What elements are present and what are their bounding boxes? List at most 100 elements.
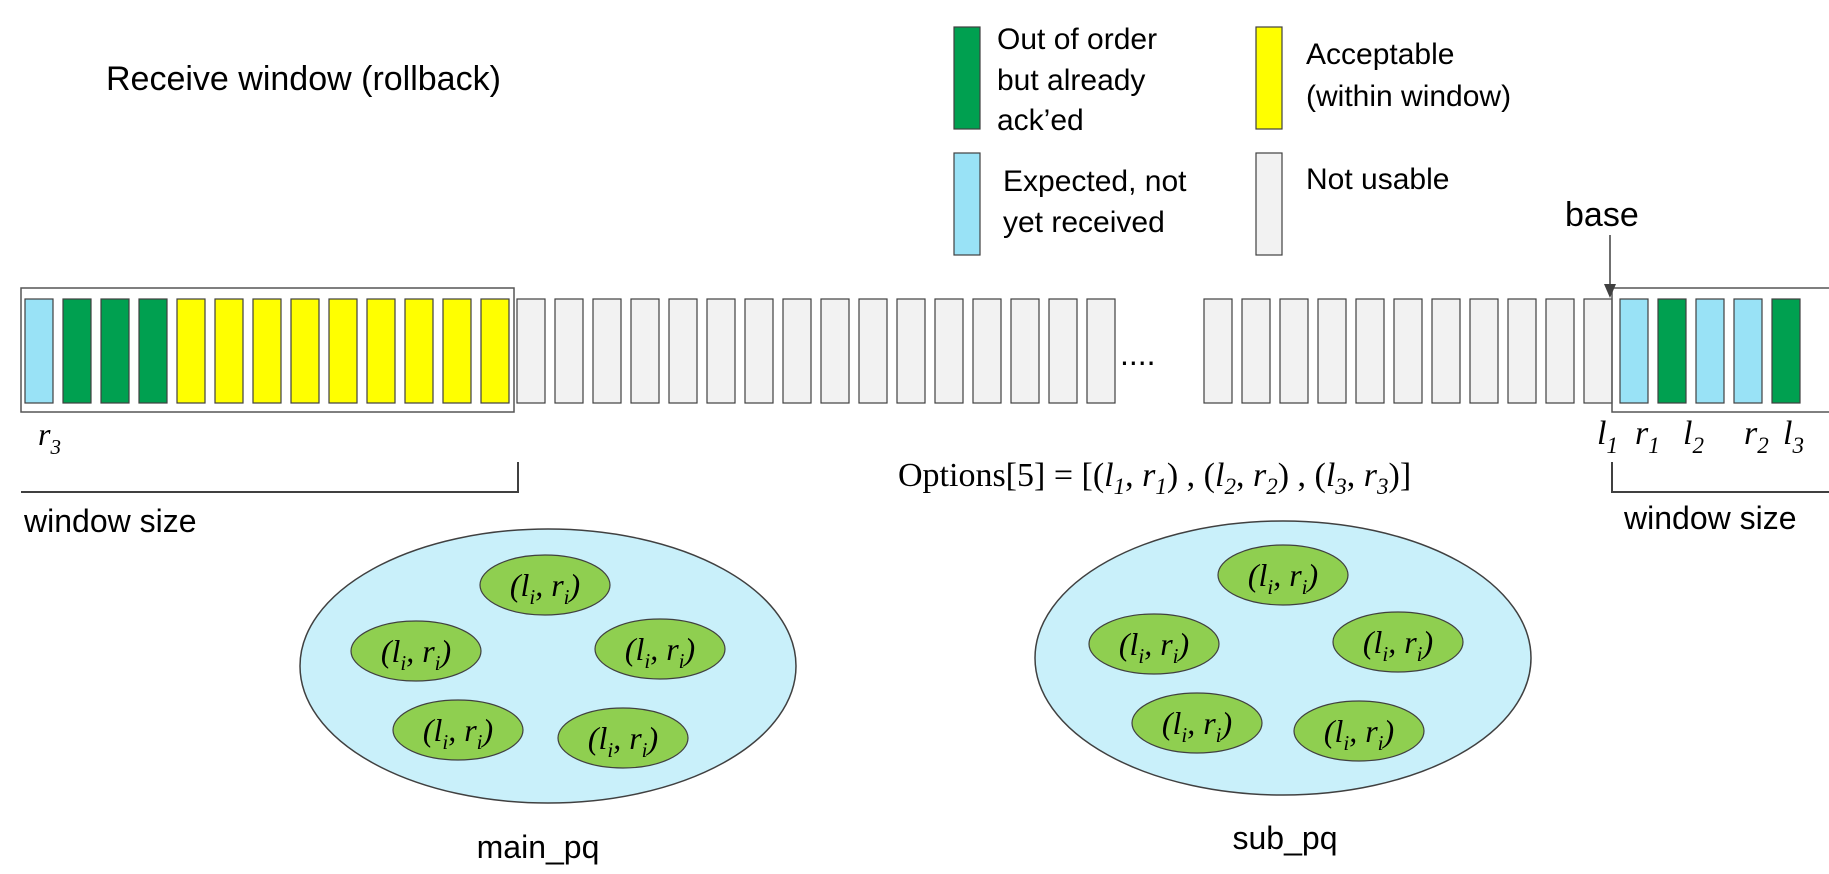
sequence-cell-out-of-order-acked bbox=[62, 298, 92, 404]
sequence-cell-not-usable bbox=[1086, 298, 1116, 404]
sub-pq-queue: (li, ri) (li, ri) (li, ri) (li, ri) (li, ri)… bbox=[1034, 520, 1532, 856]
marker-l3: l3 bbox=[1783, 415, 1804, 458]
pq-item-label: (li, ri) bbox=[423, 712, 493, 754]
base-arrow-head bbox=[1604, 284, 1616, 298]
sequence-cell-not-usable bbox=[744, 298, 774, 404]
sequence-cell-acceptable bbox=[404, 298, 434, 404]
pq-item-bubble bbox=[1217, 544, 1349, 606]
sequence-cell-not-usable bbox=[1317, 298, 1347, 404]
right-window-size-bracket bbox=[1611, 462, 1829, 493]
legend-item-acceptable: Acceptable (within window) bbox=[1255, 26, 1511, 130]
right-window-size-label: window size bbox=[1623, 500, 1797, 536]
legend-item-expected: Expected, not yet received bbox=[953, 152, 1195, 256]
sequence-cells bbox=[24, 298, 1801, 404]
sequence-cell-not-usable bbox=[896, 298, 926, 404]
sequence-cell-not-usable bbox=[668, 298, 698, 404]
right-markers: l1 r1 l2 r2 l3 bbox=[1597, 415, 1804, 458]
sequence-cell-out-of-order-acked bbox=[138, 298, 168, 404]
pq-item: (li, ri) bbox=[557, 707, 689, 769]
pq-item-bubble bbox=[594, 618, 726, 680]
sequence-cell-not-usable bbox=[1507, 298, 1537, 404]
sequence-cell-expected bbox=[1695, 298, 1725, 404]
sequence-cell-out-of-order-acked bbox=[100, 298, 130, 404]
sequence-cell-acceptable bbox=[176, 298, 206, 404]
main-pq-queue: (li, ri) (li, ri) (li, ri) (li, ri) (li, ri)… bbox=[299, 528, 797, 865]
svg-text:Not usable: Not usable bbox=[1306, 163, 1449, 196]
pq-item-bubble bbox=[1293, 700, 1425, 762]
pq-item-bubble bbox=[1131, 692, 1263, 754]
pq-item-label: (li, ri) bbox=[1248, 557, 1318, 599]
sequence-cell-not-usable bbox=[1393, 298, 1423, 404]
sequence-cell-not-usable bbox=[820, 298, 850, 404]
sub-pq-label: sub_pq bbox=[1233, 820, 1338, 856]
sequence-cell-not-usable bbox=[1010, 298, 1040, 404]
sequence-cell-not-usable bbox=[1355, 298, 1385, 404]
pq-item: (li, ri) bbox=[1217, 544, 1349, 606]
sequence-cell-not-usable bbox=[1241, 298, 1271, 404]
options-formula: Options[5] = [(l1, r1) , (l2, r2) , (l3,… bbox=[898, 457, 1411, 499]
pq-item-bubble bbox=[1088, 613, 1220, 675]
sequence-cell-not-usable bbox=[1279, 298, 1309, 404]
pq-item-bubble bbox=[350, 620, 482, 682]
pq-item-bubble bbox=[392, 699, 524, 761]
marker-l1: l1 bbox=[1597, 415, 1618, 458]
sequence-cell-out-of-order-acked bbox=[1771, 298, 1801, 404]
left-window-frame bbox=[20, 287, 515, 413]
pq-item: (li, ri) bbox=[1088, 613, 1220, 675]
legend-label-line: Out of order bbox=[997, 23, 1157, 56]
sequence-cell-not-usable bbox=[706, 298, 736, 404]
sequence-cell-not-usable bbox=[858, 298, 888, 404]
marker-r2: r2 bbox=[1744, 415, 1769, 458]
sequence-cell-not-usable bbox=[630, 298, 660, 404]
pq-item-label: (li, ri) bbox=[1119, 626, 1189, 668]
sequence-cell-not-usable bbox=[554, 298, 584, 404]
svg-text:Out of order but alrea: Out of order but already ack’ed bbox=[997, 23, 1165, 137]
legend: Out of order but already ack’ed Acceptab… bbox=[953, 23, 1511, 256]
main-pq-label: main_pq bbox=[477, 829, 600, 865]
diagram-title: Receive window (rollback) bbox=[106, 60, 501, 98]
left-window-size-label: window size bbox=[23, 503, 197, 539]
pq-item: (li, ri) bbox=[1293, 700, 1425, 762]
marker-r1: r1 bbox=[1635, 415, 1660, 458]
sequence-cell-expected bbox=[1733, 298, 1763, 404]
legend-label-line: ack’ed bbox=[997, 104, 1084, 137]
pq-item: (li, ri) bbox=[350, 620, 482, 682]
priority-queues: (li, ri) (li, ri) (li, ri) (li, ri) (li, ri)… bbox=[299, 520, 1532, 865]
pq-item: (li, ri) bbox=[1332, 611, 1464, 673]
sequence-cell-not-usable bbox=[1203, 298, 1233, 404]
sequence-cell-expected bbox=[24, 298, 54, 404]
pq-item: (li, ri) bbox=[392, 699, 524, 761]
pq-item-label: (li, ri) bbox=[588, 720, 658, 762]
legend-swatch-out-of-order bbox=[953, 26, 981, 130]
sequence-cell-not-usable bbox=[516, 298, 546, 404]
legend-swatch-acceptable bbox=[1255, 26, 1283, 130]
svg-text:Acceptable (within win: Acceptable (within window) bbox=[1306, 38, 1511, 113]
pq-item: (li, ri) bbox=[594, 618, 726, 680]
pq-item-bubble bbox=[479, 554, 611, 616]
sequence-cell-acceptable bbox=[328, 298, 358, 404]
sequence-cell-not-usable bbox=[1545, 298, 1575, 404]
legend-label-line: yet received bbox=[1003, 206, 1165, 239]
marker-l2: l2 bbox=[1683, 415, 1704, 458]
legend-label-line: Acceptable bbox=[1306, 38, 1454, 71]
svg-text:Expected, not yet rece: Expected, not yet received bbox=[1003, 165, 1195, 239]
sequence-cell-not-usable bbox=[1048, 298, 1078, 404]
legend-label-line: Not usable bbox=[1306, 163, 1449, 196]
sequence-cell-not-usable bbox=[782, 298, 812, 404]
pq-item-label: (li, ri) bbox=[510, 567, 580, 609]
pq-item-label: (li, ri) bbox=[1363, 624, 1433, 666]
sequence-cell-acceptable bbox=[366, 298, 396, 404]
sequence-cell-expected bbox=[1619, 298, 1649, 404]
pq-item: (li, ri) bbox=[1131, 692, 1263, 754]
sequence-cell-not-usable bbox=[934, 298, 964, 404]
sequence-cell-acceptable bbox=[290, 298, 320, 404]
pq-item-label: (li, ri) bbox=[625, 631, 695, 673]
sequence-cell-not-usable bbox=[1583, 298, 1613, 404]
sequence-cell-not-usable bbox=[592, 298, 622, 404]
sequence-cell-acceptable bbox=[442, 298, 472, 404]
legend-swatch-expected bbox=[953, 152, 981, 256]
marker-r3: r3 bbox=[38, 416, 61, 459]
pq-item-bubble bbox=[557, 707, 689, 769]
sequence-cell-not-usable bbox=[972, 298, 1002, 404]
